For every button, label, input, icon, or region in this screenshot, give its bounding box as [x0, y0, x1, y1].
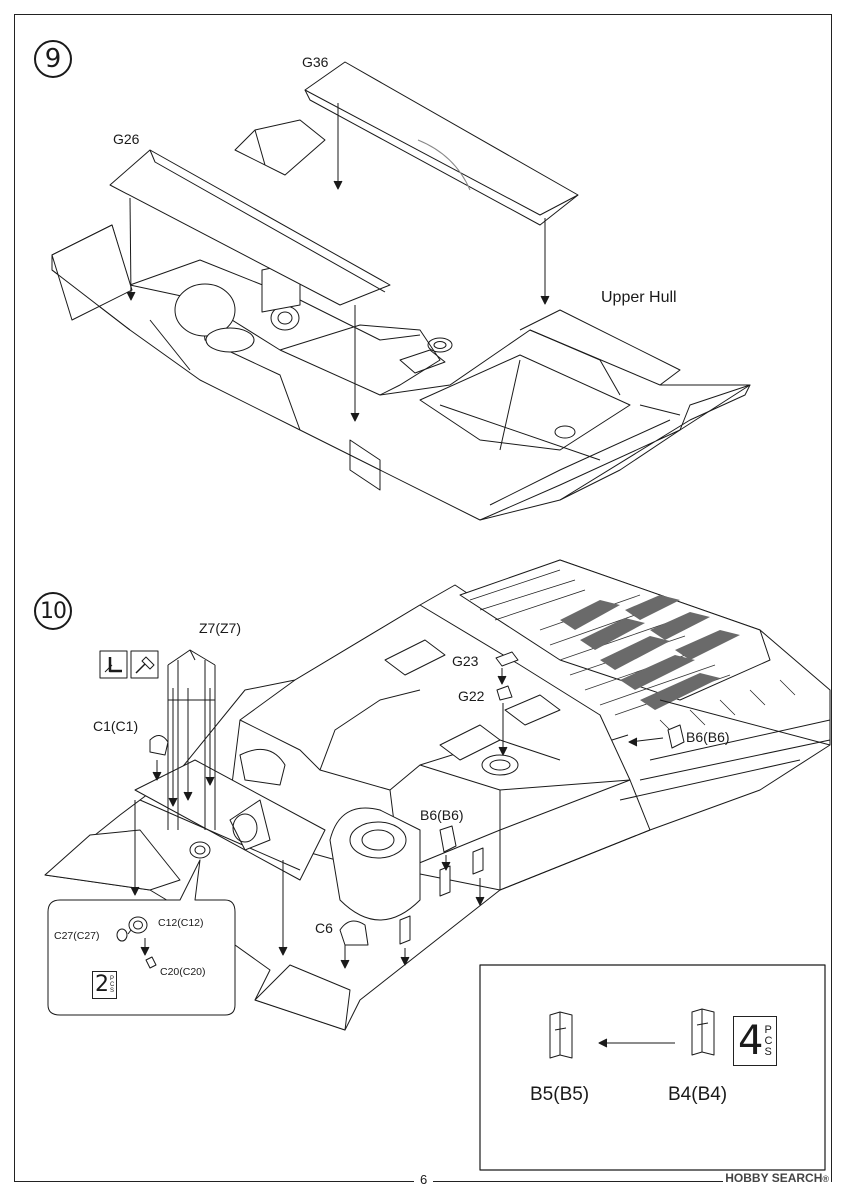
part-label-c20: C20(C20) [160, 966, 206, 978]
part-label-g23: G23 [452, 653, 479, 669]
part-label-g26: G26 [113, 131, 140, 147]
glue-icon [130, 650, 159, 679]
quantity-unit: P C S [764, 1023, 773, 1058]
watermark: HOBBY SEARCH® [723, 1171, 831, 1185]
watermark-mark: ® [822, 1174, 829, 1184]
hull-assembly-drawing [44, 559, 831, 1171]
part-label-c6: C6 [315, 920, 333, 936]
upper-hull-drawing [51, 61, 751, 521]
step-10-number: 10 [34, 592, 72, 630]
quantity-number: 4 [738, 1018, 764, 1064]
part-label-z7: Z7(Z7) [199, 620, 241, 636]
quantity-badge-4: 4 P C S [733, 1016, 778, 1066]
step-9-number: 9 [34, 40, 72, 78]
quantity-unit: P C S [110, 976, 115, 994]
part-label-b6-mid: B6(B6) [420, 807, 464, 823]
upper-hull-label: Upper Hull [601, 289, 677, 306]
cutter-icon [99, 650, 128, 679]
watermark-brand: HOBBY SEARCH [725, 1171, 823, 1185]
part-label-g36: G36 [302, 54, 329, 70]
part-label-g22: G22 [458, 688, 485, 704]
quantity-number: 2 [95, 972, 109, 997]
page-number: 6 [414, 1172, 434, 1187]
part-label-c1: C1(C1) [93, 718, 139, 734]
part-label-b5: B5(B5) [530, 1084, 590, 1105]
part-label-c27: C27(C27) [54, 930, 100, 942]
part-label-b6-right: B6(B6) [686, 729, 730, 745]
quantity-badge-2: 2 P C S [92, 971, 118, 999]
part-label-c12: C12(C12) [158, 917, 204, 929]
part-label-b4: B4(B4) [668, 1084, 728, 1105]
